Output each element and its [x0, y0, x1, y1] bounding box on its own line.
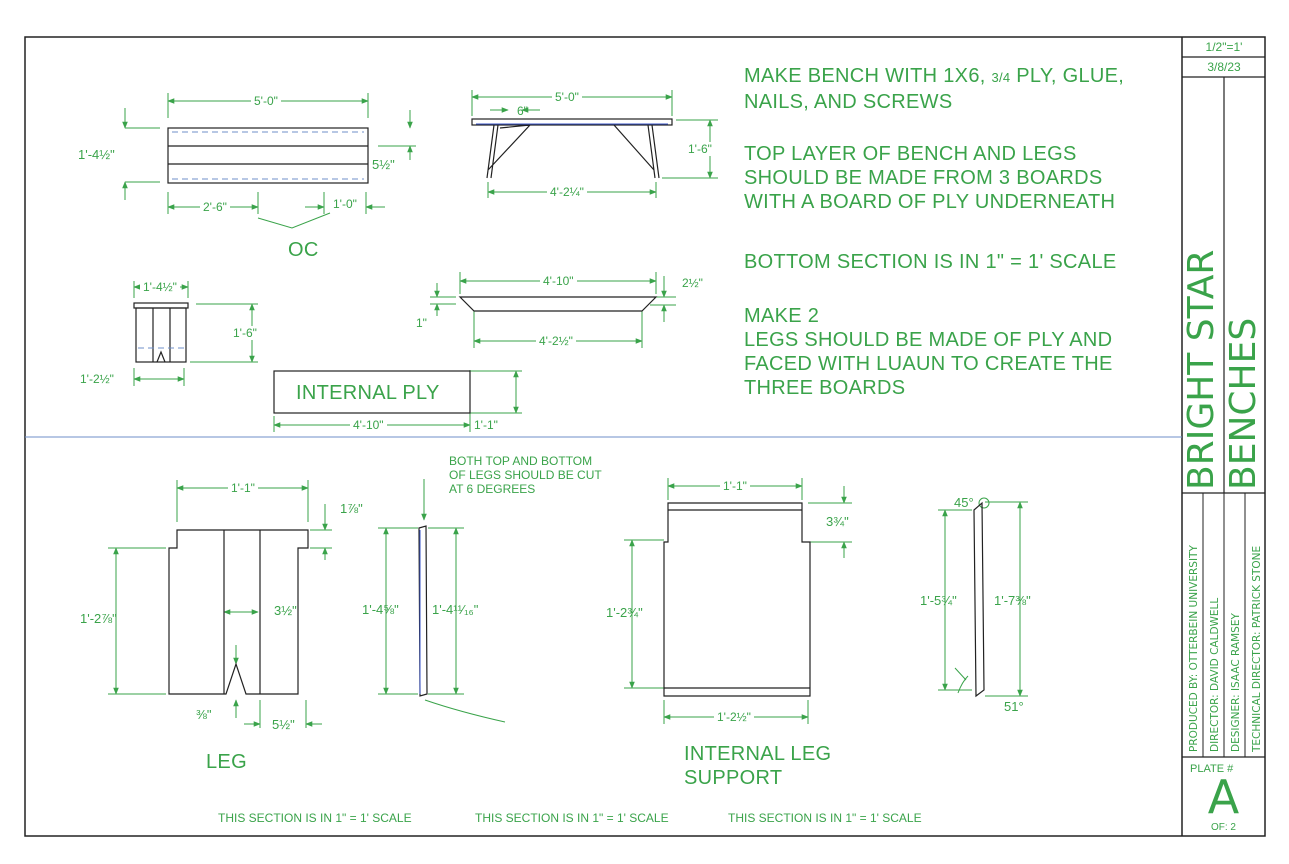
internal-ply-box — [273, 370, 471, 414]
scale-note-3: THIS SECTION IS IN 1" = 1' SCALE — [728, 811, 922, 825]
bench-side-view — [471, 118, 673, 126]
cut-note-l1: BOTH TOP AND BOTTOM — [449, 454, 593, 468]
cut-note-l3: AT 6 DEGREES — [449, 482, 536, 496]
bench-end-view — [133, 302, 189, 309]
label-internal-leg-support: INTERNAL LEG SUPPORT — [684, 742, 831, 790]
tb-show-name-2: BENCHES — [1223, 317, 1264, 490]
dim-end-base: 1'-2½" — [80, 372, 114, 386]
dim-ply-top: 4'-10" — [540, 274, 577, 288]
note-make-2: MAKE 2 LEGS SHOULD BE MADE OF PLY AND FA… — [744, 304, 1113, 400]
cut-note: BOTH TOP AND BOTTOM OF LEGS SHOULD BE CU… — [449, 454, 602, 496]
dim-ply-base: 4'-2½" — [536, 334, 576, 348]
dim-ply-1: 1" — [416, 316, 427, 330]
dim-internal-ply-length: 4'-10" — [350, 418, 387, 432]
tb-plate-label: PLATE # — [1190, 763, 1234, 775]
dim-side-base: 4'-2¼" — [547, 185, 587, 199]
leg-support-outline — [663, 502, 811, 697]
dim-end-height: 1'-6" — [233, 326, 257, 340]
dim-leg-notch: 1⅞" — [340, 501, 363, 516]
label-oc: OC — [288, 239, 319, 261]
label-leg: LEG — [206, 751, 247, 773]
dim-side-height: 1'-6" — [688, 142, 712, 156]
tb-scale: 1/2"=1' — [1205, 40, 1243, 54]
dim-top-length: 5'-0" — [251, 94, 281, 108]
note-top-layer-l1: TOP LAYER OF BENCH AND LEGS — [744, 143, 1077, 165]
note-make2-l3: FACED WITH LUAUN TO CREATE THE — [744, 353, 1113, 375]
note-top-layer: TOP LAYER OF BENCH AND LEGS SHOULD BE MA… — [744, 142, 1115, 214]
dim-board-width: 5½" — [372, 157, 395, 172]
tb-plate-letter: A — [1207, 770, 1240, 824]
dim-side-length: 5'-0" — [552, 90, 582, 104]
dim-support-height: 1'-2¾" — [606, 605, 643, 620]
scale-note-1: THIS SECTION IS IN 1" = 1' SCALE — [218, 811, 412, 825]
tb-designer: DESIGNER: ISAAC RAMSEY — [1230, 613, 1242, 752]
tb-produced-by: PRODUCED BY: OTTERBEIN UNIVERSITY — [1188, 545, 1200, 752]
ply-profile — [458, 296, 658, 312]
dim-internal-ply-height: 1'-1" — [474, 418, 498, 432]
dim-ply-thickness: 2½" — [682, 276, 703, 290]
note-top-layer-l2: SHOULD BE MADE FROM 3 BOARDS — [744, 167, 1103, 189]
note-bottom-scale: BOTTOM SECTION IS IN 1" = 1' SCALE — [744, 251, 1117, 273]
leg-outline — [168, 529, 309, 695]
dim-support-top: 3¾" — [826, 514, 849, 529]
bench-top-view — [167, 127, 369, 184]
dim-leg-55: 5½" — [272, 717, 295, 732]
note-materials-line2: NAILS, AND SCREWS — [744, 91, 953, 113]
dim-leg-center: 3½" — [274, 603, 297, 618]
tb-of: OF: 2 — [1210, 822, 1236, 833]
dim-top-width: 1'-4½" — [78, 147, 115, 162]
tb-date: 3/8/23 — [1207, 60, 1241, 74]
label-internal-ply: INTERNAL PLY — [296, 382, 440, 404]
note-top-layer-l3: WITH A BOARD OF PLY UNDERNEATH — [744, 191, 1116, 213]
brace-angle-view — [973, 501, 985, 698]
dim-support-base: 1'-2½" — [714, 710, 754, 724]
dim-angle-h1: 1'-5¾" — [920, 593, 957, 608]
scale-note-2: THIS SECTION IS IN 1" = 1' SCALE — [475, 811, 669, 825]
dim-edge-inner: 1'-4¹¹⁄₁₆" — [432, 602, 479, 617]
dim-oc-26: 2'-6" — [200, 200, 230, 214]
tb-director: DIRECTOR: DAVID CALDWELL — [1209, 597, 1221, 752]
dim-leg-width: 1'-1" — [228, 481, 258, 495]
dim-angle-h2: 1'-7⅜" — [994, 593, 1031, 608]
note-materials-line1: MAKE BENCH WITH 1X6, — [744, 65, 992, 87]
tb-technical-director: TECHNICAL DIRECTOR: PATRICK STONE — [1251, 545, 1263, 752]
note-make2-l1: MAKE 2 — [744, 305, 820, 327]
note-make2-l2: LEGS SHOULD BE MADE OF PLY AND — [744, 329, 1113, 351]
note-materials-line1b: PLY, GLUE, — [1010, 65, 1125, 87]
dim-edge-outer: 1'-4⅝" — [362, 602, 399, 617]
cut-note-l2: OF LEGS SHOULD BE CUT — [449, 468, 602, 482]
label-support-l2: SUPPORT — [684, 767, 783, 789]
dim-leg-height: 1'-2⅞" — [80, 611, 117, 626]
dim-support-width: 1'-1" — [720, 479, 750, 493]
note-make2-l4: THREE BOARDS — [744, 377, 906, 399]
note-materials: MAKE BENCH WITH 1X6, 3/4 PLY, GLUE, NAIL… — [744, 64, 1124, 114]
note-fraction: 3/4 — [991, 70, 1011, 85]
dim-end-width: 1'-4½" — [140, 280, 180, 294]
tb-show-name-1: BRIGHT STAR — [1181, 249, 1222, 490]
dim-leg-38: ⅜" — [196, 707, 212, 722]
dim-angle-45: 45° — [954, 495, 974, 510]
dim-side-6: 6" — [517, 104, 528, 118]
label-support-l1: INTERNAL LEG — [684, 743, 832, 765]
dim-angle-51: 51° — [1004, 699, 1024, 714]
dim-oc-10: 1'-0" — [333, 197, 357, 211]
